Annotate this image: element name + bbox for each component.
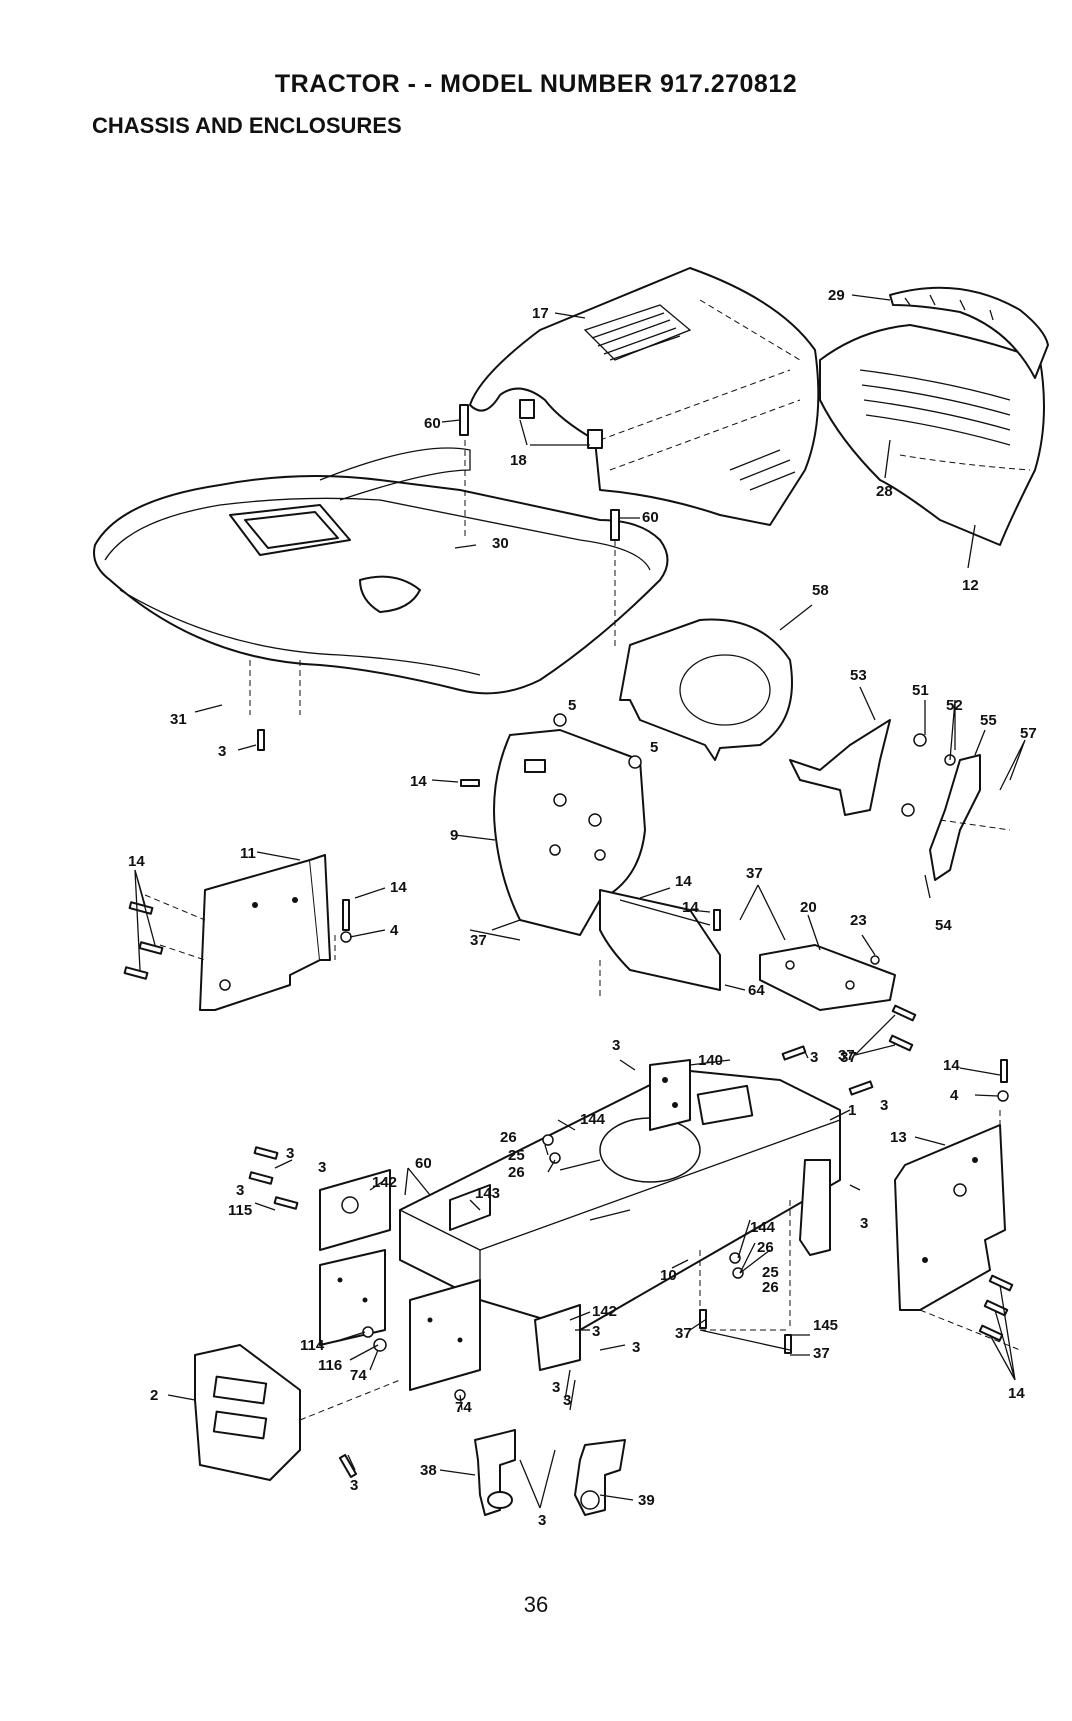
callout-64: 64 <box>748 982 765 999</box>
lift-bracket-part <box>930 755 980 880</box>
callout-144: 144 <box>580 1111 606 1128</box>
grille-part <box>820 325 1044 545</box>
callout-14: 14 <box>943 1057 960 1074</box>
callout-14: 14 <box>410 773 427 790</box>
callout-143: 143 <box>475 1185 500 1202</box>
callout-55: 55 <box>980 712 997 729</box>
callout-13: 13 <box>890 1129 907 1146</box>
callout-3: 3 <box>632 1339 640 1356</box>
callout-37: 37 <box>838 1047 855 1064</box>
callout-60: 60 <box>415 1155 432 1172</box>
callout-74: 74 <box>350 1367 367 1384</box>
bracket-39-part <box>575 1440 625 1515</box>
callout-25: 25 <box>508 1147 525 1164</box>
callout-54: 54 <box>935 917 952 934</box>
fender-part <box>94 448 668 693</box>
callout-9: 9 <box>450 827 458 844</box>
callout-14: 14 <box>128 853 145 870</box>
callout-3: 3 <box>880 1097 888 1114</box>
callout-3: 3 <box>552 1379 560 1396</box>
callout-11: 11 <box>240 845 256 862</box>
callout-31: 31 <box>170 711 187 728</box>
callout-37: 37 <box>675 1325 692 1342</box>
callout-60: 60 <box>424 415 441 432</box>
callout-3: 3 <box>592 1323 600 1340</box>
front-bumper-part <box>195 1345 300 1480</box>
callout-5: 5 <box>650 739 658 756</box>
callout-60: 60 <box>642 509 659 526</box>
callout-142: 142 <box>372 1174 397 1191</box>
callout-29: 29 <box>828 287 845 304</box>
callout-18: 18 <box>510 452 527 469</box>
page-number: 36 <box>0 1592 1072 1618</box>
right-side-panel-part <box>895 1125 1005 1310</box>
callout-142: 142 <box>592 1303 617 1320</box>
callout-3: 3 <box>860 1215 868 1232</box>
callout-38: 38 <box>420 1462 437 1479</box>
frame-support-part <box>650 1060 690 1130</box>
callout-145: 145 <box>813 1317 838 1334</box>
callout-20: 20 <box>800 899 817 916</box>
callout-3: 3 <box>236 1182 244 1199</box>
seat-pan-part <box>620 620 792 761</box>
callout-51: 51 <box>912 682 929 699</box>
callout-115: 115 <box>228 1202 252 1219</box>
callout-3: 3 <box>563 1392 571 1409</box>
lever-part <box>790 720 890 815</box>
callout-114: 114 <box>300 1337 325 1354</box>
callout-116: 116 <box>318 1357 342 1374</box>
console-bracket-part <box>600 890 720 1000</box>
callout-140: 140 <box>698 1052 723 1069</box>
callout-3: 3 <box>810 1049 818 1066</box>
callout-3: 3 <box>318 1159 326 1176</box>
callout-12: 12 <box>962 577 979 594</box>
callout-53: 53 <box>850 667 867 684</box>
callout-10: 10 <box>660 1267 677 1284</box>
callout-3: 3 <box>350 1477 358 1494</box>
left-side-panel-part <box>200 855 330 1010</box>
callout-26: 26 <box>762 1279 779 1296</box>
callout-26: 26 <box>508 1164 525 1181</box>
callout-2: 2 <box>150 1387 158 1404</box>
callout-37: 37 <box>470 932 487 949</box>
callout-30: 30 <box>492 535 509 552</box>
callout-37: 37 <box>746 865 763 882</box>
callout-23: 23 <box>850 912 867 929</box>
callout-74: 74 <box>455 1399 472 1416</box>
callout-144: 144 <box>750 1219 776 1236</box>
callout-5: 5 <box>568 697 576 714</box>
callout-4: 4 <box>390 922 399 939</box>
callout-26: 26 <box>757 1239 774 1256</box>
callout-14: 14 <box>675 873 692 890</box>
callout-3: 3 <box>286 1145 294 1162</box>
callout-4: 4 <box>950 1087 959 1104</box>
callout-3: 3 <box>538 1512 546 1529</box>
callout-52: 52 <box>946 697 963 714</box>
callout-26: 26 <box>500 1129 517 1146</box>
callout-1: 1 <box>848 1102 856 1119</box>
callout-14: 14 <box>1008 1385 1025 1402</box>
right-frame-bracket-part <box>800 1160 830 1255</box>
callout-37: 37 <box>813 1345 830 1362</box>
callout-14: 14 <box>682 899 699 916</box>
callout-17: 17 <box>532 305 549 322</box>
bracket-38-part <box>475 1430 515 1515</box>
callout-58: 58 <box>812 582 829 599</box>
callout-3: 3 <box>218 743 226 760</box>
callout-14: 14 <box>390 879 407 896</box>
callout-28: 28 <box>876 483 893 500</box>
callout-3: 3 <box>612 1037 620 1054</box>
callout-57: 57 <box>1020 725 1037 742</box>
hood-part <box>470 268 818 525</box>
callout-39: 39 <box>638 1492 655 1509</box>
